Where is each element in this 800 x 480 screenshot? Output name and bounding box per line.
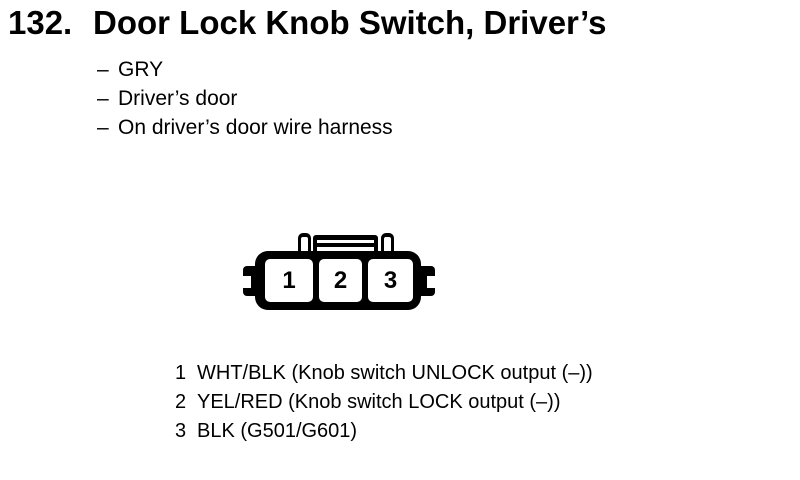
pin-number: 1 <box>175 362 187 384</box>
bullet-dash: – <box>97 58 109 81</box>
lock-tab-notch <box>384 237 391 251</box>
note-text: On driver’s door wire harness <box>118 116 393 139</box>
lock-tab-left-icon <box>298 233 311 251</box>
pin-number: 3 <box>175 420 187 442</box>
mount-ear-left-icon <box>242 266 258 296</box>
title-text: Door Lock Knob Switch, Driver’s <box>93 4 607 41</box>
mount-ear-notch <box>427 276 436 288</box>
lock-tab-right-icon <box>381 233 394 251</box>
latch-stripe <box>317 240 374 243</box>
pinout-list: 1 WHT/BLK (Knob switch UNLOCK output (–)… <box>175 359 593 446</box>
cavity-2: 2 <box>319 259 362 302</box>
note-text: Driver’s door <box>118 87 238 110</box>
bullet-dash: – <box>97 116 109 139</box>
lock-tab-notch <box>301 237 308 251</box>
latch-stripe <box>317 247 374 251</box>
connector-body: 1 2 3 <box>255 251 421 310</box>
pin-description: WHT/BLK (Knob switch UNLOCK output (–)) <box>197 362 593 384</box>
note-line: – GRY <box>97 55 393 84</box>
cavity-1: 1 <box>265 259 313 302</box>
latch-tab-icon <box>313 235 378 251</box>
mount-ear-notch <box>242 276 251 288</box>
page-title: 132. Door Lock Knob Switch, Driver’s <box>8 4 606 42</box>
connector-notes: – GRY – Driver’s door – On driver’s door… <box>97 55 393 142</box>
pin-description: BLK (G501/G601) <box>197 420 358 442</box>
pin-row: 1 WHT/BLK (Knob switch UNLOCK output (–)… <box>175 359 593 388</box>
note-line: – Driver’s door <box>97 84 393 113</box>
pin-row: 3 BLK (G501/G601) <box>175 417 593 446</box>
mount-ear-right-icon <box>420 266 436 296</box>
bullet-dash: – <box>97 87 109 110</box>
pin-row: 2 YEL/RED (Knob switch LOCK output (–)) <box>175 388 593 417</box>
connector-diagram: 1 2 3 <box>242 232 442 312</box>
item-number: 132. <box>8 4 73 41</box>
pin-number: 2 <box>175 391 187 413</box>
note-text: GRY <box>118 58 164 81</box>
pin-description: YEL/RED (Knob switch LOCK output (–)) <box>197 391 561 413</box>
note-line: – On driver’s door wire harness <box>97 113 393 142</box>
cavity-3: 3 <box>368 259 413 302</box>
